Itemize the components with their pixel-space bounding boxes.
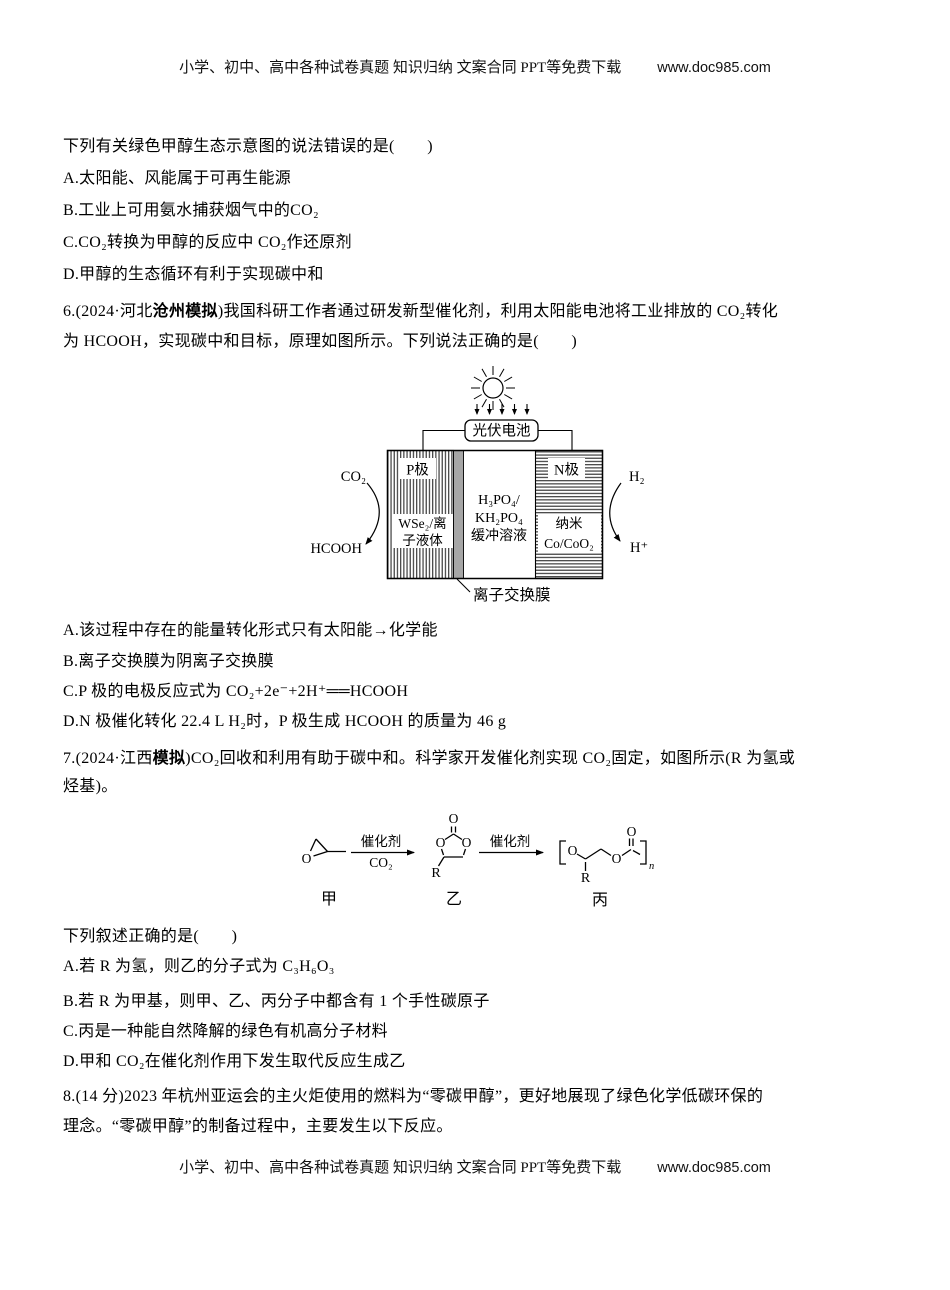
- q5-option-d: D.甲醇的生态循环有利于实现碳中和: [63, 266, 324, 283]
- polymer-subscript-n: n: [649, 861, 654, 872]
- catalyst-label-1: 催化剂: [361, 834, 402, 849]
- q5-stem: 下列有关绿色甲醇生态示意图的说法错误的是( ): [63, 138, 433, 155]
- hcooh-label: HCOOH: [310, 541, 362, 557]
- q6-option-c: C.P 极的电极反应式为 CO₂+2e⁻+2H⁺══HCOOH: [63, 683, 409, 700]
- p-material-box: [392, 514, 453, 548]
- electrolyte-line1: H₃PO₄/: [478, 493, 520, 508]
- hplus-label: H⁺: [630, 540, 648, 556]
- q8-stem-line1: 8.(14 分)2023 年杭州亚运会的主火炬使用的燃料为“零碳甲醇”，更好地展…: [63, 1088, 764, 1105]
- q5-option-b: B.工业上可用氨水捕获烟气中的CO₂: [63, 202, 319, 219]
- wire-right: [538, 429, 573, 451]
- q7-reaction-scheme: O 催化剂 CO₂ O O O: [280, 805, 680, 910]
- q6-photoelectrocell-diagram: 光伏电池 P极 N极 WSe₂/离 子液体 H₃PO₄/ KH₂PO₄ 缓冲溶液…: [280, 365, 700, 610]
- p-electrode-label: P极: [406, 462, 429, 479]
- p-material-line2: 子液体: [402, 533, 443, 548]
- reaction-arrow-1: 催化剂 CO₂: [351, 834, 415, 870]
- n-material-line1: 纳米: [556, 516, 584, 531]
- q7-stem-line2: 烃基)。: [63, 778, 118, 795]
- q7-source-tag: 模拟: [152, 750, 186, 767]
- q7-stem-rest: )CO₂回收和利用有助于碳中和。科学家开发催化剂实现 CO₂固定，如图所示(R …: [185, 750, 796, 767]
- membrane-pointer-line: [456, 578, 471, 593]
- polymer-oxygen-1: O: [568, 843, 578, 858]
- footer-url-link[interactable]: www.doc985.com: [657, 1160, 771, 1176]
- membrane-label: 离子交换膜: [473, 586, 551, 604]
- q7-stem2: 下列叙述正确的是( ): [63, 928, 238, 945]
- q6-option-b: B.离子交换膜为阴离子交换膜: [63, 653, 274, 670]
- n-electrode-label: N极: [554, 462, 579, 479]
- h2-to-hplus-arrow: [609, 482, 622, 542]
- q7-stem-prefix: 7.(2024·江西: [63, 750, 153, 767]
- page-footer: 小学、初中、高中各种试卷真题 知识归纳 文案合同 PPT等免费下载 www.do…: [0, 1156, 950, 1177]
- compound-yi-cyclic-carbonate: O O O R: [431, 811, 471, 881]
- q6-stem-line2: 为 HCOOH，实现碳中和目标，原理如图所示。下列说法正确的是( ): [63, 333, 578, 350]
- co2-label: CO₂: [341, 469, 366, 485]
- q7-option-c: C.丙是一种能自然降解的绿色有机高分子材料: [63, 1023, 388, 1040]
- polymer-oxygen-2: O: [612, 851, 622, 866]
- wire-left: [422, 429, 465, 451]
- page-header: 小学、初中、高中各种试卷真题 知识归纳 文案合同 PPT等免费下载 www.do…: [0, 56, 950, 77]
- n-material-line2: Co/CoO₂: [544, 536, 594, 551]
- n-label-box: [548, 458, 585, 479]
- q7-option-d: D.甲和 CO₂在催化剂作用下发生取代反应生成乙: [63, 1053, 406, 1070]
- reaction-arrow-2: 催化剂: [479, 834, 544, 856]
- label-bing: 丙: [592, 892, 608, 909]
- q8-stem-line2: 理念。“零碳甲醇”的制备过程中，主要发生以下反应。: [63, 1118, 453, 1135]
- sunlight-arrows: [474, 404, 530, 415]
- catalyst-label-2: 催化剂: [490, 834, 531, 849]
- electrolyte-line3: 缓冲溶液: [471, 528, 527, 544]
- header-links-text: 小学、初中、高中各种试卷真题 知识归纳 文案合同 PPT等免费下载: [179, 60, 622, 76]
- q7-stem-line1: 7.(2024·江西模拟)CO₂回收和利用有助于碳中和。科学家开发催化剂实现 C…: [63, 744, 795, 768]
- carbonyl-oxygen-top: O: [449, 811, 459, 826]
- photovoltaic-cell-box: [464, 419, 539, 442]
- ion-exchange-membrane: [453, 450, 464, 579]
- q7-option-a: A.若 R 为氢，则乙的分子式为 C₃H₆O₃: [63, 958, 335, 975]
- q6-stem-prefix: 6.(2024·河北: [63, 303, 153, 320]
- epoxide-oxygen: O: [302, 851, 312, 866]
- q5-option-a: A.太阳能、风能属于可再生能源: [63, 170, 292, 187]
- label-jia: 甲: [321, 891, 337, 908]
- ring-oxygen-right: O: [462, 835, 472, 850]
- sun-icon: [471, 366, 515, 410]
- q6-stem-rest: )我国科研工作者通过研发新型催化剂，利用太阳能电池将工业排放的 CO₂转化: [217, 303, 779, 320]
- n-material-box: [538, 514, 601, 552]
- electrolyte-line2: KH₂PO₄: [475, 511, 523, 526]
- photovoltaic-cell-label: 光伏电池: [473, 423, 531, 440]
- label-yi: 乙: [446, 891, 462, 908]
- compound-bing-polymer: O R O O n: [559, 824, 654, 886]
- r-group-yi: R: [431, 866, 441, 881]
- r-group-bing: R: [581, 871, 591, 886]
- footer-links-text: 小学、初中、高中各种试卷真题 知识归纳 文案合同 PPT等免费下载: [179, 1160, 622, 1176]
- q6-option-d: D.N 极催化转化 22.4 L H₂时，P 极生成 HCOOH 的质量为 46…: [63, 713, 507, 730]
- co2-reagent-label: CO₂: [369, 855, 392, 870]
- h2-label: H₂: [629, 469, 645, 485]
- cell-outline: [386, 449, 604, 580]
- p-material-line1: WSe₂/离: [398, 515, 446, 531]
- q6-source-tag: 沧州模拟: [152, 303, 218, 320]
- q7-option-b: B.若 R 为甲基，则甲、乙、丙分子中都含有 1 个手性碳原子: [63, 993, 490, 1010]
- q5-option-c: C.CO₂转换为甲醇的反应中 CO₂作还原剂: [63, 234, 352, 251]
- co2-to-hcooh-arrow: [365, 482, 380, 545]
- polymer-carbonyl-oxygen: O: [627, 824, 637, 839]
- ring-oxygen-left: O: [436, 835, 446, 850]
- compound-jia-epoxide: O: [302, 838, 346, 866]
- header-url-link[interactable]: www.doc985.com: [657, 60, 771, 76]
- q6-option-a: A.该过程中存在的能量转化形式只有太阳能→化学能: [63, 622, 438, 639]
- q6-stem-line1: 6.(2024·河北沧州模拟)我国科研工作者通过研发新型催化剂，利用太阳能电池将…: [63, 297, 778, 321]
- p-label-box: [399, 458, 436, 479]
